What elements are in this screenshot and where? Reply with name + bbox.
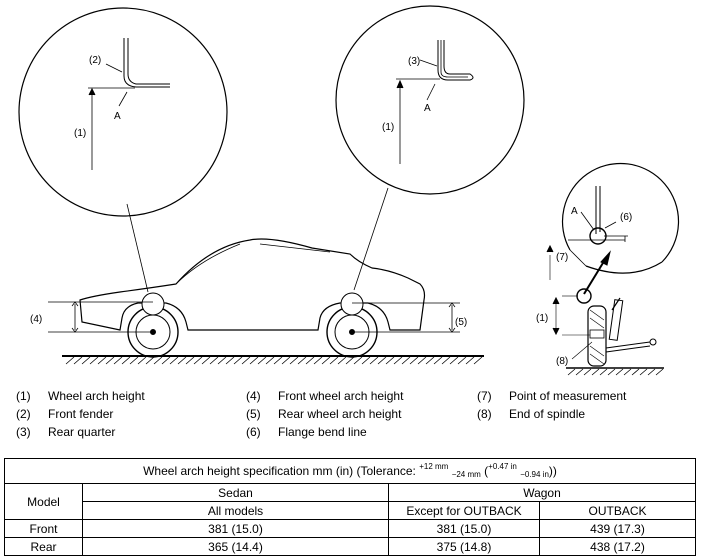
legend-number: (3) <box>16 425 31 439</box>
tol-in-minus: −0.94 in <box>520 470 549 479</box>
callout-1-front: (1) <box>74 128 86 139</box>
measurement-point-detail <box>546 162 680 280</box>
legend-text: Front fender <box>48 407 114 421</box>
callout-4: (4) <box>30 314 42 325</box>
callout-7: (7) <box>556 252 568 263</box>
table-title-row: Wheel arch height specification mm (in) … <box>4 458 696 484</box>
title-main: Wheel arch height specification mm (in) … <box>143 464 416 478</box>
rear-arch-height-dimension <box>352 302 460 333</box>
callout-a-front: A <box>114 111 121 122</box>
wagon-except-subheader: Except for OUTBACK <box>388 501 540 520</box>
wagon-except-value: 381 (15.0) <box>388 519 540 538</box>
front-fender-detail <box>18 7 228 293</box>
legend-number: (5) <box>246 407 261 421</box>
ground-hatch <box>62 355 484 365</box>
front-arch-height-dimension <box>48 301 153 333</box>
callout-6: (6) <box>620 212 632 223</box>
legend-number: (4) <box>246 389 261 403</box>
legend-text: End of spindle <box>509 407 586 421</box>
callout-3: (3) <box>408 56 420 67</box>
legend: (1) Wheel arch height (2) Front fender (… <box>0 384 704 444</box>
tol-mm-minus: −24 mm <box>451 470 481 479</box>
spec-table: Wheel arch height specification mm (in) … <box>4 458 696 556</box>
legend-text: Rear quarter <box>48 425 116 439</box>
front-wheel-view <box>552 288 664 376</box>
callout-1-side: (1) <box>536 313 548 324</box>
rear-quarter-detail <box>335 5 525 291</box>
legend-number: (6) <box>246 425 261 439</box>
table-header-row: Model Sedan Wagon <box>4 483 696 520</box>
sedan-header: Sedan <box>82 483 389 502</box>
table-subheader-row: All models Except for OUTBACK OUTBACK <box>5 501 696 520</box>
wheel-arch-diagram: (2) A (1) (3) A (1) (4) (5) A (6) (7) (1… <box>18 5 680 376</box>
title-end: ) <box>552 464 557 478</box>
wagon-header: Wagon <box>388 483 696 502</box>
legend-number: (8) <box>477 407 492 421</box>
callout-2: (2) <box>89 55 101 66</box>
outback-value: 439 (17.3) <box>539 519 696 538</box>
table-title: Wheel arch height specification mm (in) … <box>4 458 696 484</box>
legend-number: (7) <box>477 389 492 403</box>
legend-text: Rear wheel arch height <box>278 407 402 421</box>
car-body <box>79 238 426 331</box>
callout-5: (5) <box>455 317 467 328</box>
callout-1-rear: (1) <box>382 122 394 133</box>
front-wheel <box>127 292 179 358</box>
legend-text: Front wheel arch height <box>278 389 404 403</box>
legend-text: Point of measurement <box>509 389 627 403</box>
outback-subheader: OUTBACK <box>539 501 696 520</box>
legend-text: Wheel arch height <box>48 389 145 403</box>
model-header: Model <box>4 483 83 520</box>
sedan-value: 381 (15.0) <box>82 519 389 538</box>
legend-number: (1) <box>16 389 31 403</box>
table-row: Rear 365 (14.4) 375 (14.8) 438 (17.2) <box>4 537 696 556</box>
legend-number: (2) <box>16 407 31 421</box>
row-label: Front <box>4 519 83 538</box>
callout-a-rear: A <box>424 103 431 114</box>
sedan-subheader: All models <box>82 501 389 520</box>
tol-mm-plus: +12 mm <box>419 462 449 471</box>
callout-8: (8) <box>556 356 568 367</box>
tol-in-plus: +0.47 in <box>488 462 517 471</box>
table-row: Front 381 (15.0) 381 (15.0) 439 (17.3) <box>4 519 696 538</box>
measurement-arrow <box>583 250 611 295</box>
legend-text: Flange bend line <box>278 425 367 439</box>
callout-a-side: A <box>571 206 578 217</box>
